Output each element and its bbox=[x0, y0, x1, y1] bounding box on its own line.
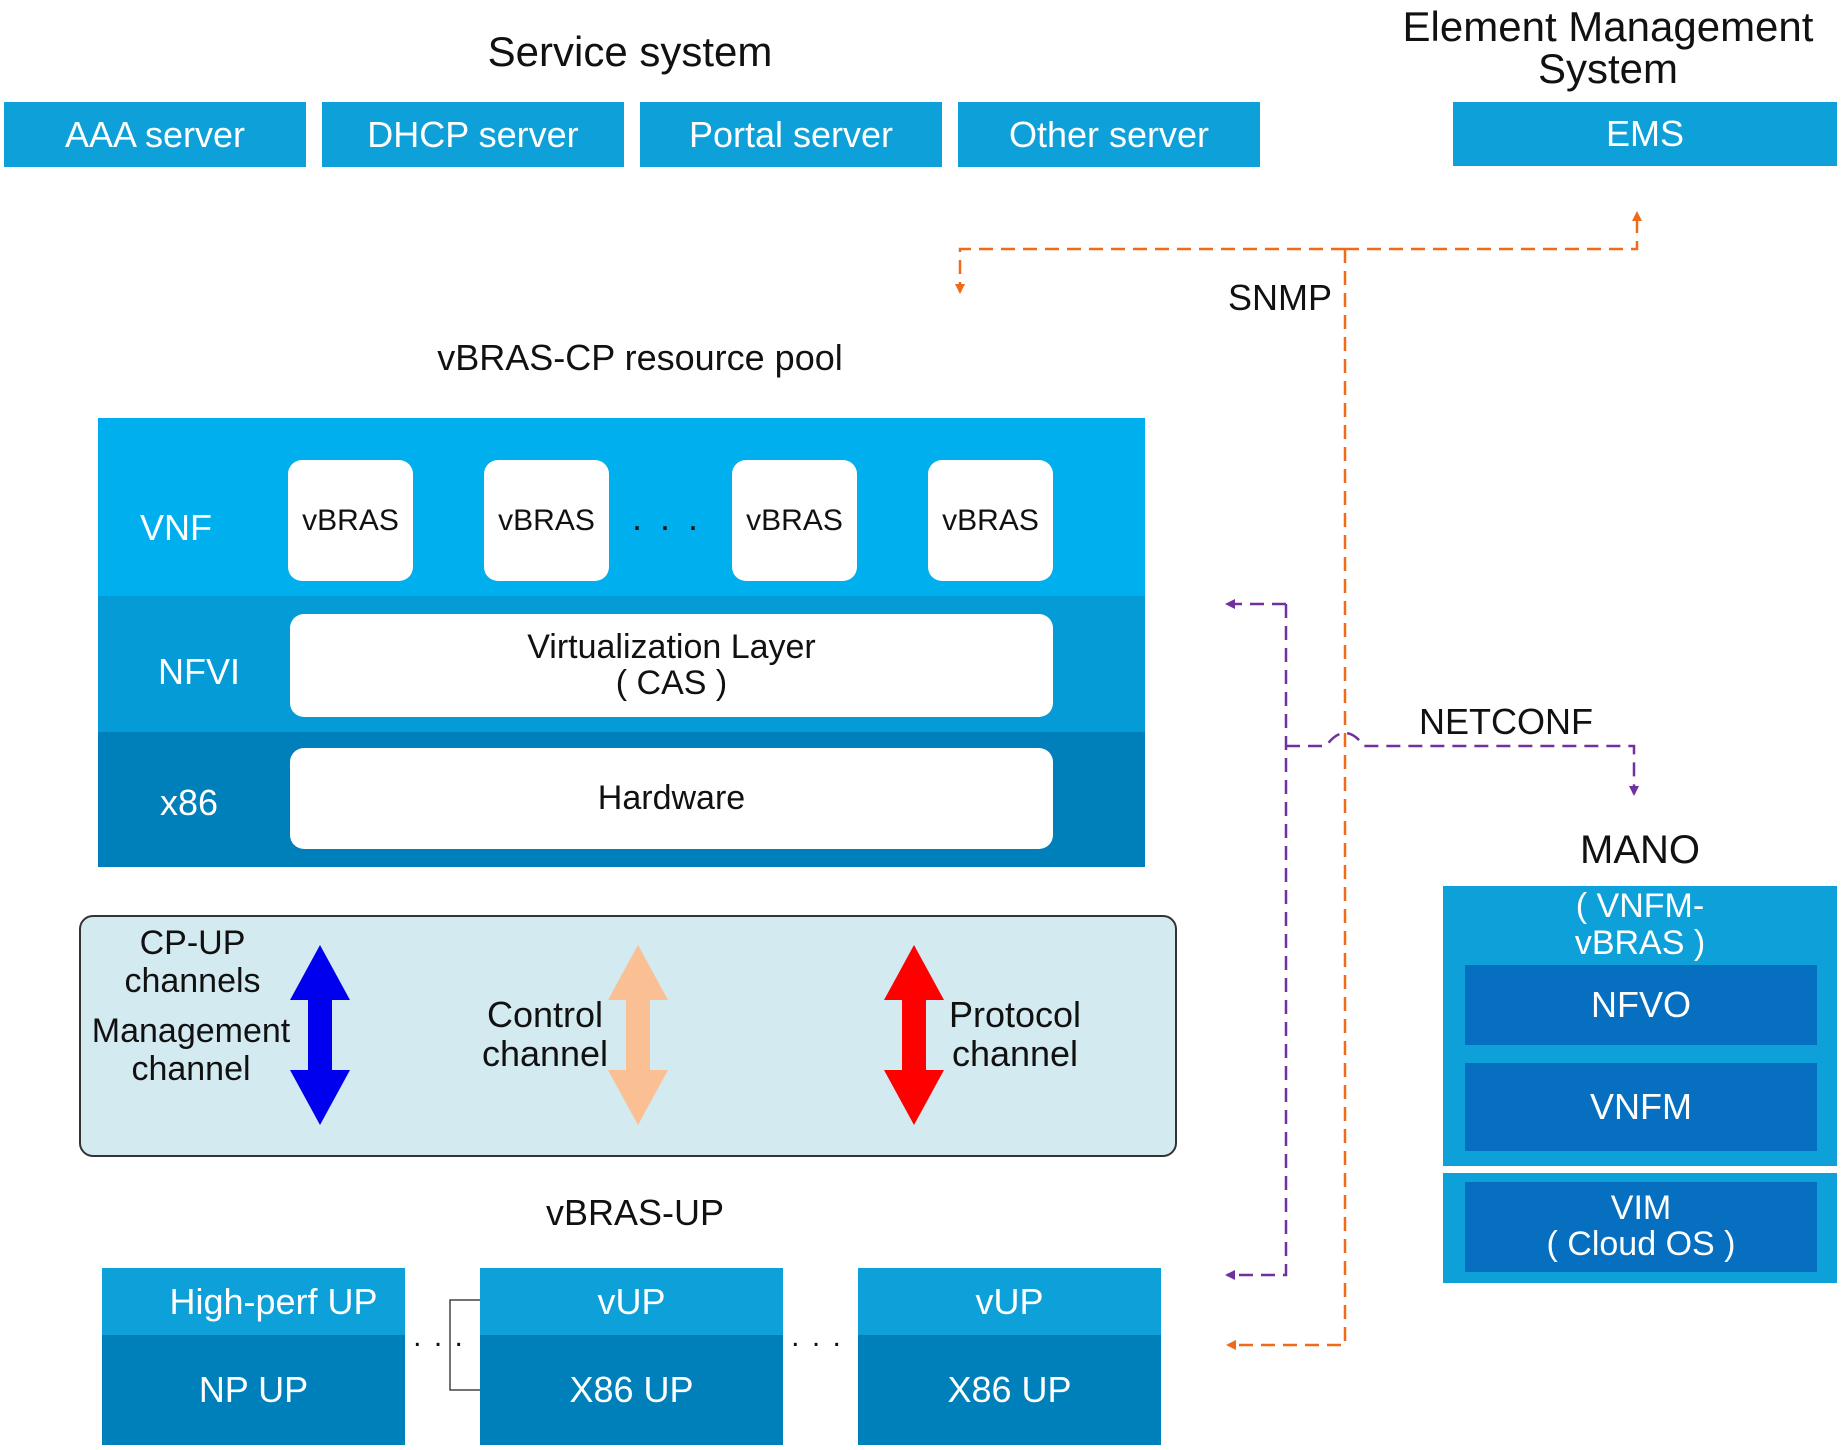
management-channel-label: Management channel bbox=[82, 1012, 300, 1088]
dhcp-server-box: DHCP server bbox=[322, 102, 624, 167]
cp-up-channels-label: CP-UP channels bbox=[110, 924, 275, 1000]
vnfm-box: VNFM bbox=[1465, 1063, 1817, 1151]
up-ellipsis-2: . . . bbox=[791, 1320, 843, 1353]
nfvo-label: NFVO bbox=[1590, 984, 1691, 1025]
x86-up-label: X86 UP bbox=[569, 1369, 694, 1410]
vnfm-vbras-line1: ( VNFM- bbox=[1575, 887, 1705, 925]
vbras-instance-1: vBRAS bbox=[288, 460, 413, 581]
cp-up-line2: channels bbox=[124, 962, 261, 1001]
vnf-ellipsis: . . . bbox=[631, 497, 702, 538]
vup-label: vUP bbox=[597, 1280, 666, 1322]
vnfm-label: VNFM bbox=[1590, 1086, 1692, 1127]
vbras-instance-2: vBRAS bbox=[484, 460, 609, 581]
other-server-label: Other server bbox=[1008, 113, 1210, 155]
hardware-box: Hardware bbox=[290, 748, 1053, 849]
vup-label: vUP bbox=[975, 1280, 1044, 1322]
virtualization-layer-label: Virtualization Layer bbox=[527, 627, 816, 666]
ems-box-label: EMS bbox=[1605, 113, 1684, 154]
control-channel-arrow-icon bbox=[608, 945, 668, 1125]
up-unit-3-bottom: X86 UP bbox=[858, 1335, 1161, 1445]
management-channel-arrow-icon bbox=[290, 945, 350, 1125]
cloud-os-label: ( Cloud OS ) bbox=[1546, 1225, 1736, 1263]
vnf-row-label: VNF bbox=[140, 507, 212, 548]
protocol-line2: channel bbox=[951, 1032, 1079, 1074]
nfvi-row-label: NFVI bbox=[158, 651, 241, 692]
up-unit-3-top: vUP bbox=[858, 1268, 1161, 1335]
aaa-server-box: AAA server bbox=[4, 102, 306, 167]
snmp-link bbox=[955, 211, 1642, 1350]
up-title: vBRAS-UP bbox=[545, 1192, 725, 1233]
control-line2: channel bbox=[481, 1032, 609, 1074]
protocol-line1: Protocol bbox=[948, 994, 1082, 1035]
np-up-label: NP UP bbox=[198, 1369, 309, 1410]
nfvo-box: NFVO bbox=[1465, 965, 1817, 1045]
other-server-box: Other server bbox=[958, 102, 1260, 167]
ems-title-line1: Element Management bbox=[1402, 3, 1814, 50]
ems-title-line2: System bbox=[1537, 45, 1679, 92]
vim-label: VIM bbox=[1610, 1189, 1672, 1228]
x86-row-label: x86 bbox=[160, 782, 219, 823]
protocol-channel-label: Protocol channel bbox=[940, 994, 1090, 1074]
up-ellipsis-1: . . . bbox=[413, 1320, 465, 1353]
aaa-server-label: AAA server bbox=[64, 113, 246, 155]
vbras-instance-3: vBRAS bbox=[732, 460, 857, 581]
cp-up-line1: CP-UP bbox=[139, 924, 246, 962]
management-line2: channel bbox=[131, 1050, 251, 1089]
up-group-bracket bbox=[449, 1299, 480, 1391]
vbras-label: vBRAS bbox=[302, 503, 399, 537]
snmp-to-ems-arrow bbox=[1345, 211, 1642, 251]
vnfm-vbras-line2: vBRAS ) bbox=[1574, 924, 1706, 963]
cp-pool-title: vBRAS-CP resource pool bbox=[437, 337, 843, 378]
control-line1: Control bbox=[486, 994, 604, 1035]
netconf-to-up-arrow bbox=[1225, 604, 1288, 1280]
protocol-channel-arrow-icon bbox=[884, 945, 944, 1125]
x86-up-label: X86 UP bbox=[947, 1369, 1072, 1410]
vbras-label: vBRAS bbox=[942, 503, 1039, 537]
high-perf-up-label: High-perf UP bbox=[169, 1280, 378, 1322]
netconf-link bbox=[1225, 599, 1639, 1280]
portal-server-label: Portal server bbox=[688, 113, 894, 155]
vnfm-vbras-label: ( VNFM- vBRAS ) bbox=[1520, 887, 1760, 963]
virtualization-layer-box: Virtualization Layer ( CAS ) bbox=[290, 614, 1053, 717]
up-unit-1-top: High-perf UP bbox=[102, 1268, 405, 1335]
dhcp-server-label: DHCP server bbox=[367, 113, 579, 155]
vbras-instance-4: vBRAS bbox=[928, 460, 1053, 581]
vim-box: VIM ( Cloud OS ) bbox=[1465, 1182, 1817, 1272]
vbras-label: vBRAS bbox=[498, 503, 595, 537]
snmp-label: SNMP bbox=[1227, 277, 1332, 318]
portal-server-box: Portal server bbox=[640, 102, 942, 167]
vbras-label: vBRAS bbox=[746, 503, 843, 537]
mano-title: MANO bbox=[1580, 828, 1700, 872]
snmp-to-up-arrow bbox=[1226, 249, 1347, 1350]
up-unit-2-bottom: X86 UP bbox=[480, 1335, 783, 1445]
service-system-title: Service system bbox=[487, 28, 773, 75]
up-unit-1-bottom: NP UP bbox=[102, 1335, 405, 1445]
hardware-label: Hardware bbox=[597, 779, 746, 817]
netconf-to-mano-arrow bbox=[1286, 731, 1639, 796]
up-unit-2-top: vUP bbox=[480, 1268, 783, 1335]
cas-label: ( CAS ) bbox=[615, 663, 728, 702]
ems-title: Element Management System bbox=[1380, 6, 1836, 90]
control-channel-label: Control channel bbox=[470, 994, 620, 1074]
netconf-label: NETCONF bbox=[1419, 701, 1593, 742]
snmp-to-service-arrow bbox=[955, 247, 1345, 294]
ems-box: EMS bbox=[1453, 102, 1837, 166]
management-line1: Management bbox=[91, 1012, 291, 1050]
